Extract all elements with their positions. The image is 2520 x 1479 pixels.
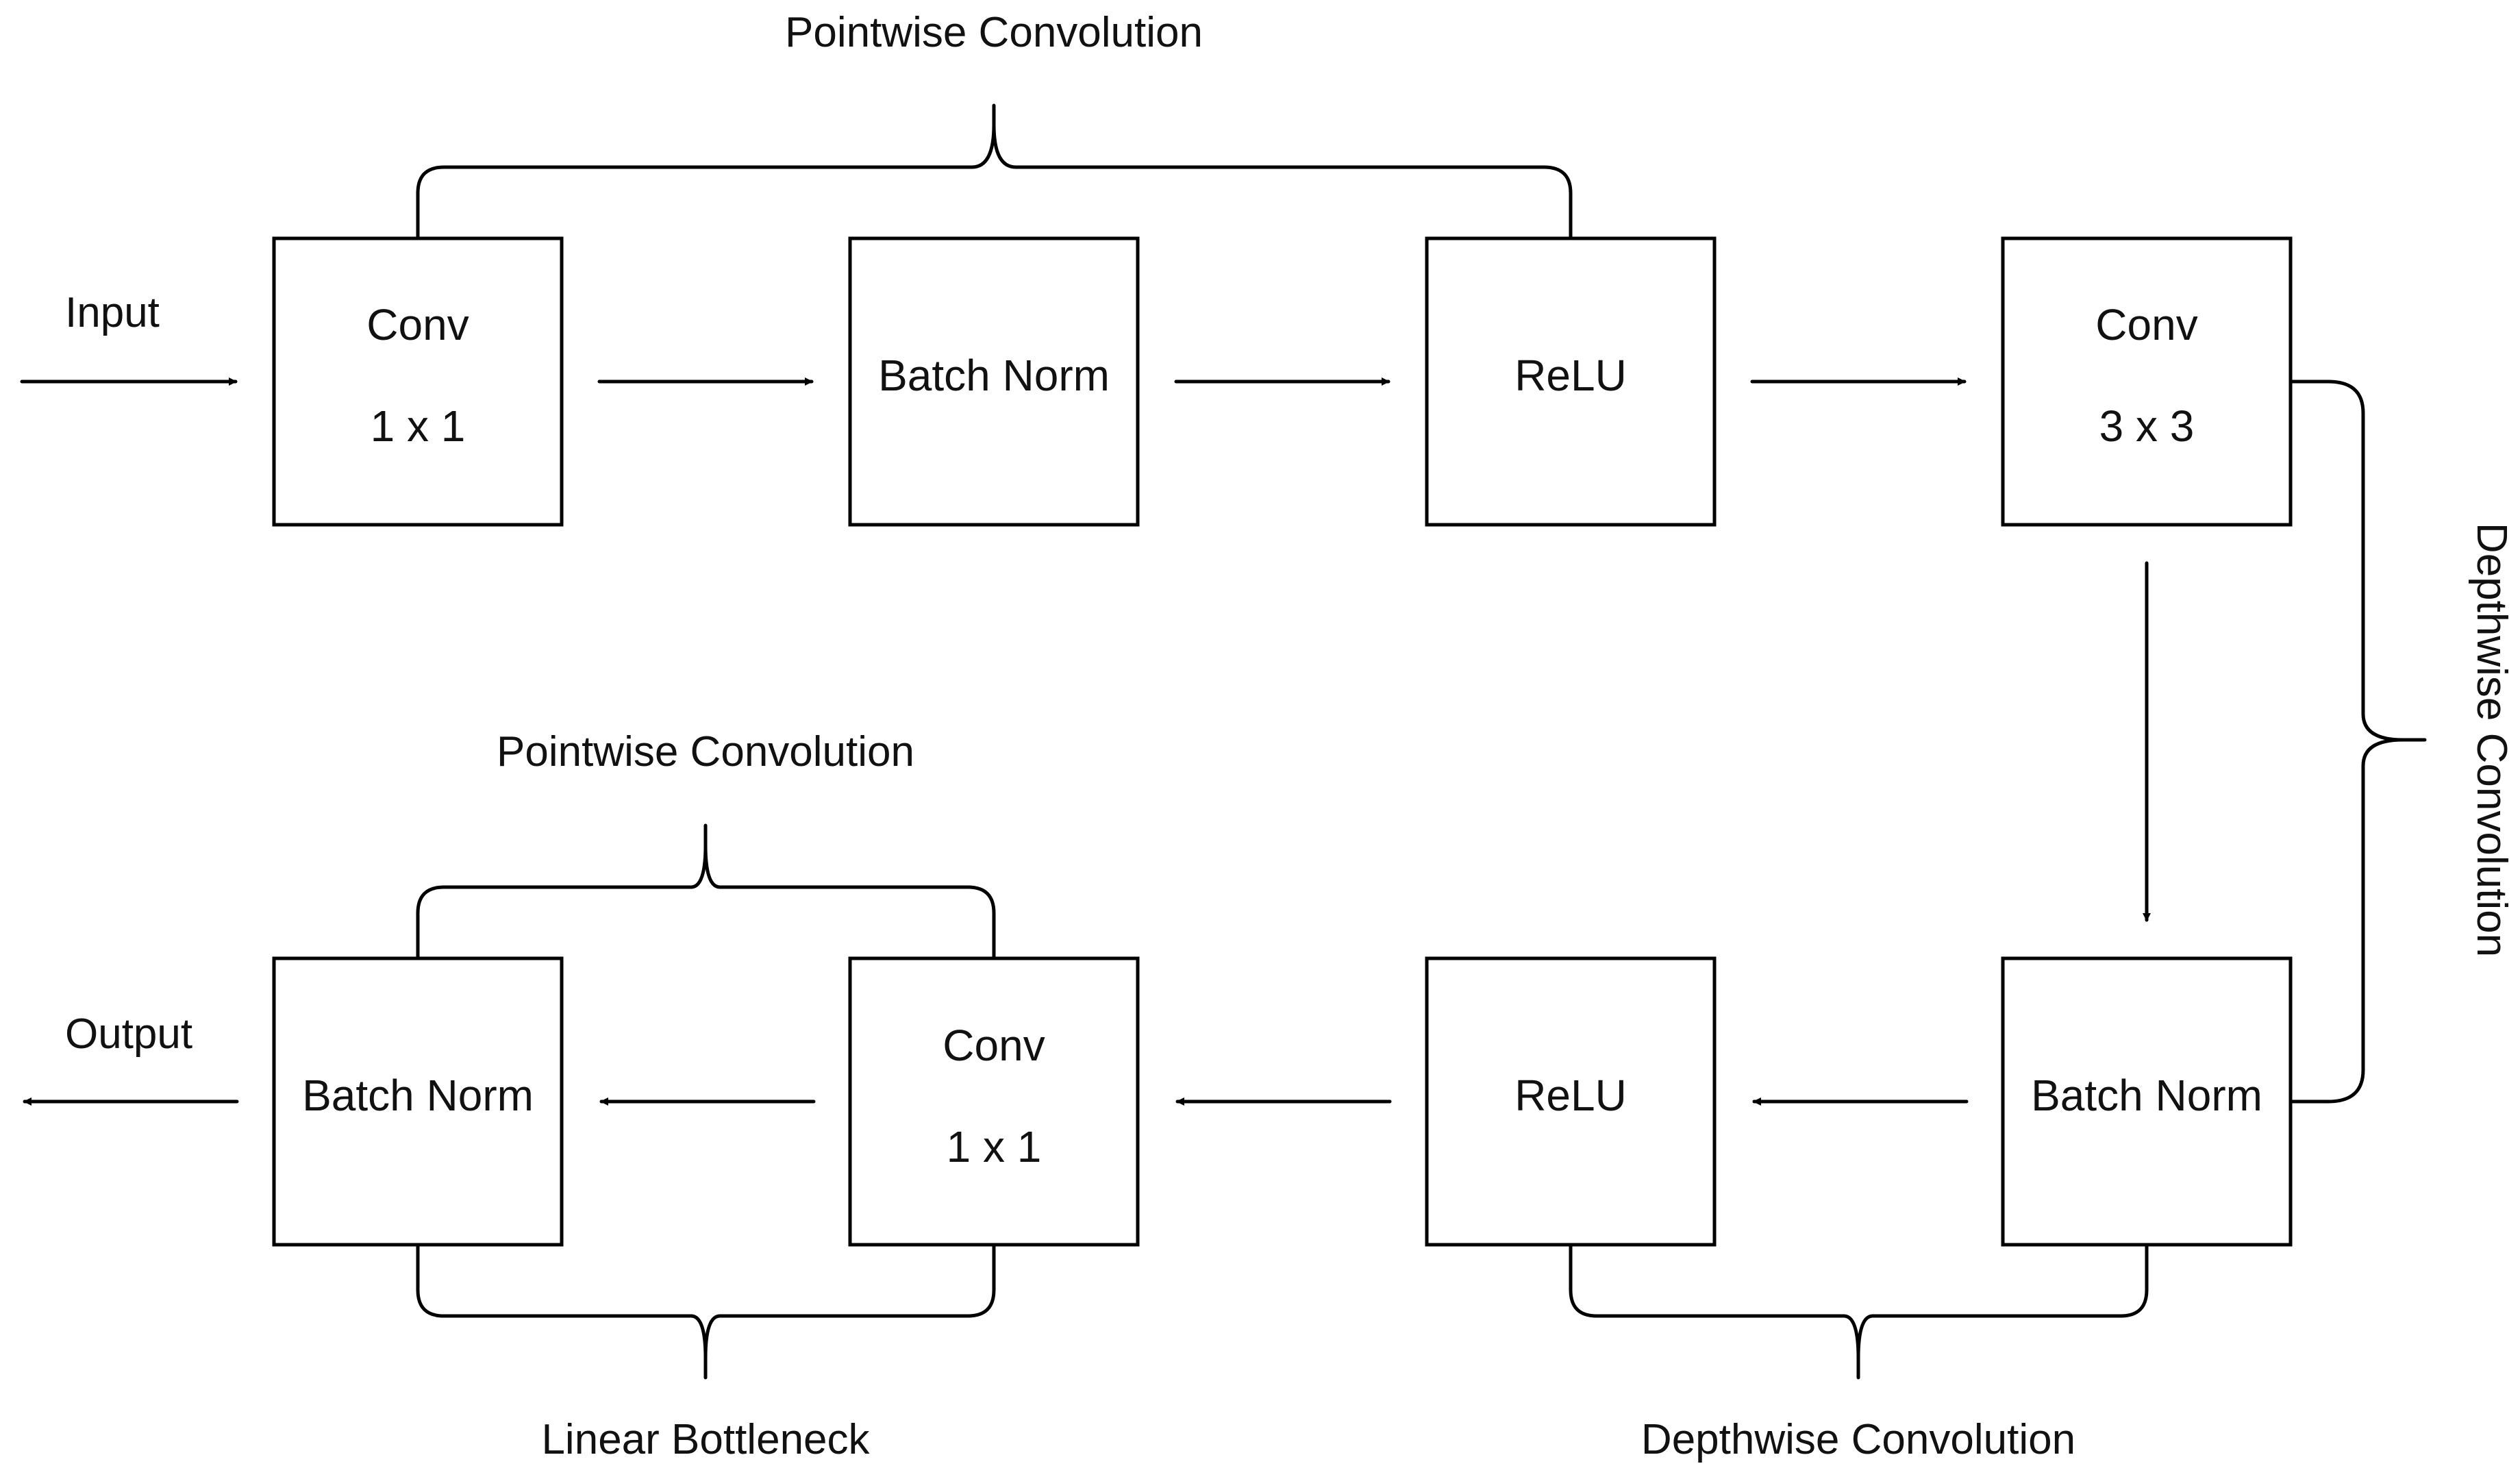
brace-pointwise-bottom <box>416 823 996 958</box>
brace-depthwise-right <box>2291 380 2427 1104</box>
brace-linear-bottleneck <box>416 1245 996 1380</box>
label-linear-bottleneck: Linear Bottleneck <box>541 1416 870 1463</box>
node-conv-1x1-bottom-line1: Conv <box>943 1021 1045 1070</box>
node-batch-norm-bottom-left-label: Batch Norm <box>302 1071 534 1120</box>
node-relu-bottom-label: ReLU <box>1514 1071 1627 1120</box>
node-relu-top-label: ReLU <box>1514 351 1627 400</box>
node-batch-norm-top-label: Batch Norm <box>878 351 1110 400</box>
node-batch-norm-top: Batch Norm <box>848 236 1140 527</box>
node-conv-1x1-bottom: Conv 1 x 1 <box>848 956 1140 1247</box>
node-batch-norm-bottom-left: Batch Norm <box>272 956 564 1247</box>
label-pointwise-convolution-bottom: Pointwise Convolution <box>497 728 914 775</box>
node-batch-norm-bottom-right-label: Batch Norm <box>2031 1071 2262 1120</box>
node-conv-1x1-top-line1: Conv <box>366 300 469 349</box>
label-depthwise-convolution-bottom: Depthwise Convolution <box>1641 1416 2075 1463</box>
node-conv-1x1-top-line2: 1 x 1 <box>371 401 466 451</box>
node-relu-bottom: ReLU <box>1425 956 1717 1247</box>
node-conv-3x3-line2: 3 x 3 <box>2099 401 2195 451</box>
brace-depthwise-bottom <box>1569 1245 2149 1380</box>
label-depthwise-convolution-right: Depthwise Convolution <box>2468 523 2515 957</box>
node-batch-norm-bottom-right: Batch Norm <box>2001 956 2293 1247</box>
node-conv-1x1-bottom-line2: 1 x 1 <box>947 1122 1042 1171</box>
node-conv-1x1-top: Conv 1 x 1 <box>272 236 564 527</box>
label-pointwise-convolution-top: Pointwise Convolution <box>785 9 1203 56</box>
node-conv-3x3: Conv 3 x 3 <box>2001 236 2293 527</box>
input-label: Input <box>65 289 160 336</box>
brace-pointwise-top <box>416 103 1573 238</box>
node-relu-top: ReLU <box>1425 236 1717 527</box>
output-label: Output <box>65 1010 192 1058</box>
node-conv-3x3-line1: Conv <box>2095 300 2197 349</box>
